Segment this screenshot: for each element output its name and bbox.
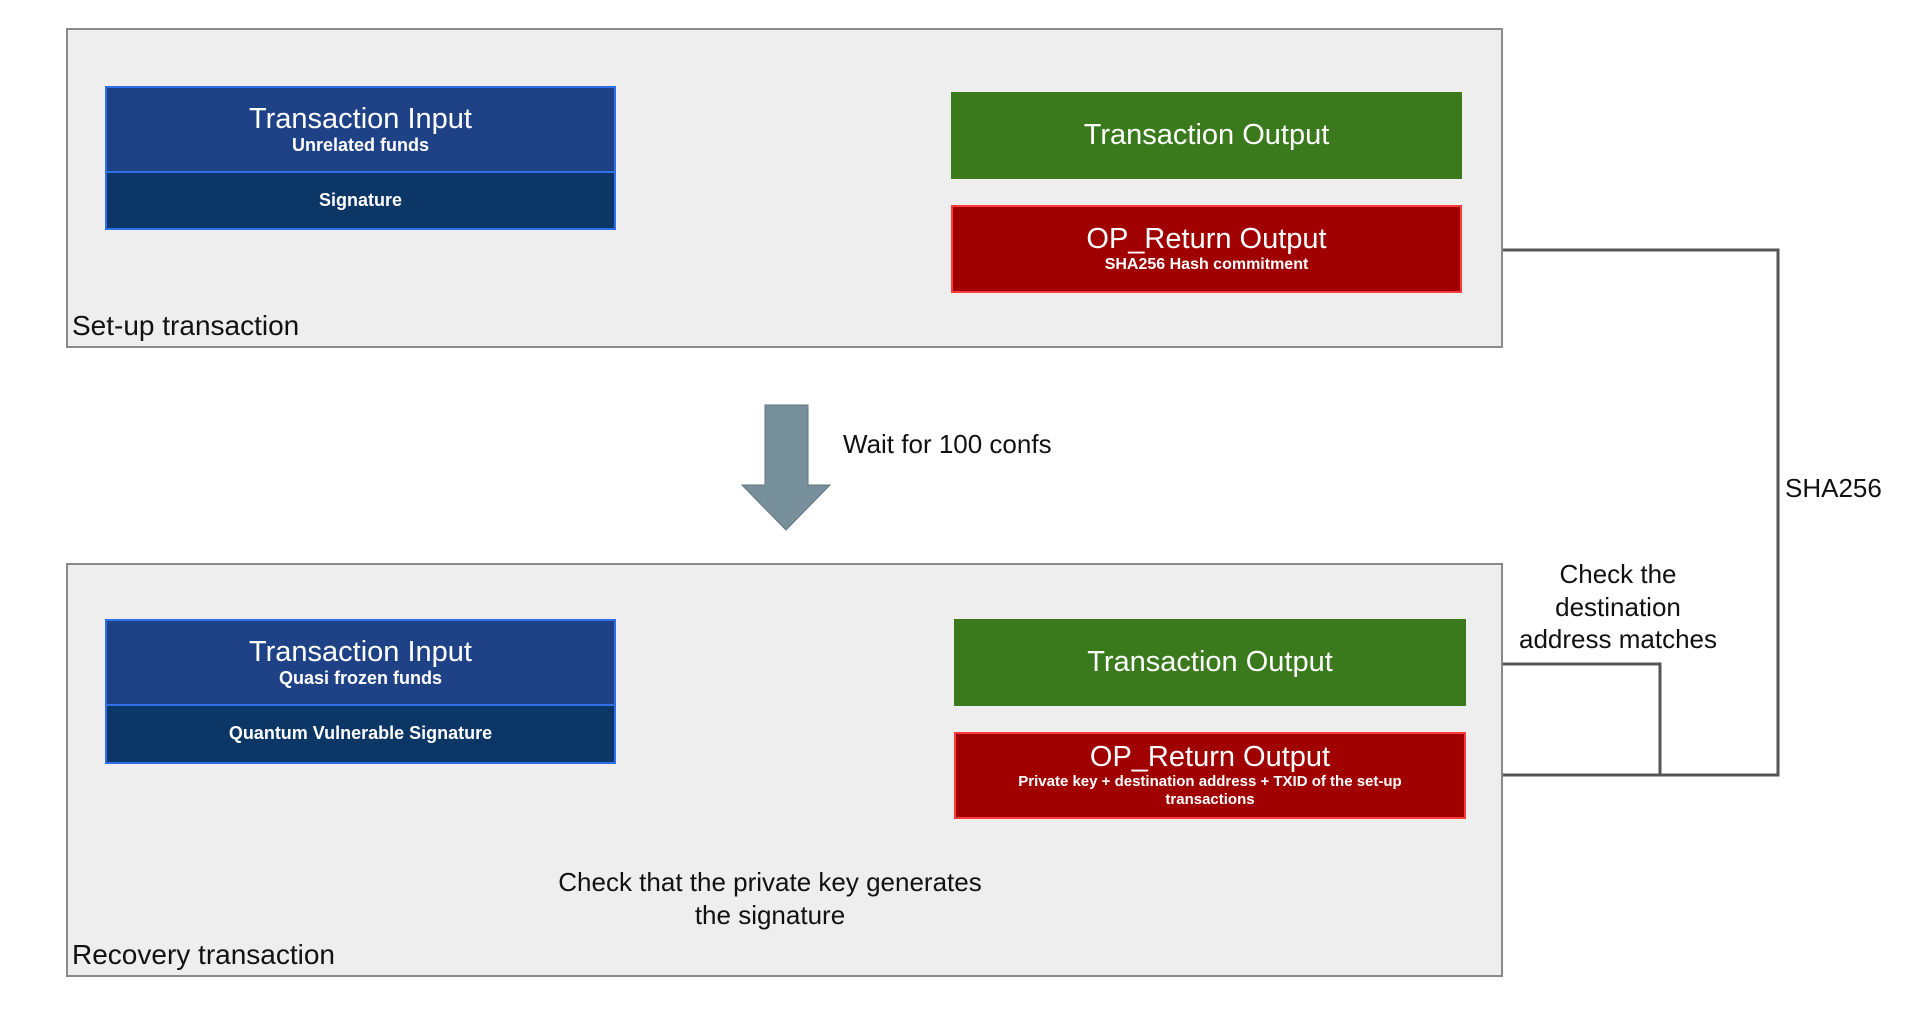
recovery-output-title: Transaction Output — [1087, 646, 1333, 679]
recovery-op-return-output: OP_Return Output Private key + destinati… — [954, 732, 1466, 819]
recovery-signature-label: Quantum Vulnerable Signature — [228, 723, 493, 744]
recovery-input-subtitle: Quasi frozen funds — [278, 667, 442, 688]
setup-transaction-output: Transaction Output — [951, 92, 1462, 179]
sha256-connector — [1462, 244, 1780, 777]
recovery-op-return-title: OP_Return Output — [1089, 741, 1331, 774]
setup-op-return-output: OP_Return Output SHA256 Hash commitment — [951, 205, 1462, 293]
recovery-input-signature: Quantum Vulnerable Signature — [107, 704, 614, 762]
setup-signature-label: Signature — [318, 189, 402, 210]
recovery-input-title: Transaction Input — [249, 636, 472, 669]
setup-output-title: Transaction Output — [1083, 119, 1330, 152]
setup-input-signature: Signature — [107, 171, 614, 228]
setup-op-return-subtitle: SHA256 Hash commitment — [1104, 255, 1309, 273]
sha256-label: SHA256 — [1785, 473, 1882, 503]
recovery-transaction-output: Transaction Output — [954, 619, 1466, 706]
recovery-input-header: Transaction Input Quasi frozen funds — [107, 621, 614, 706]
recovery-transaction-input: Transaction Input Quasi frozen funds Qua… — [105, 619, 616, 764]
recovery-panel-label: Recovery transaction — [72, 939, 336, 970]
wait-confirmations-label: Wait for 100 confs — [843, 429, 1052, 459]
wait-down-arrow — [740, 404, 832, 531]
setup-op-return-title: OP_Return Output — [1086, 223, 1327, 256]
destination-check-connector — [1466, 658, 1662, 775]
setup-input-title: Transaction Input — [249, 103, 472, 136]
setup-input-header: Transaction Input Unrelated funds — [107, 88, 614, 173]
setup-input-subtitle: Unrelated funds — [291, 134, 429, 155]
setup-panel-label: Set-up transaction — [72, 310, 300, 341]
setup-transaction-input: Transaction Input Unrelated funds Signat… — [105, 86, 616, 230]
recovery-op-return-subtitle: Private key + destination address + TXID… — [1018, 772, 1402, 808]
check-private-key-label: Check that the private key generates the… — [558, 867, 982, 930]
check-destination-label: Check the destination address matches — [1519, 559, 1717, 654]
